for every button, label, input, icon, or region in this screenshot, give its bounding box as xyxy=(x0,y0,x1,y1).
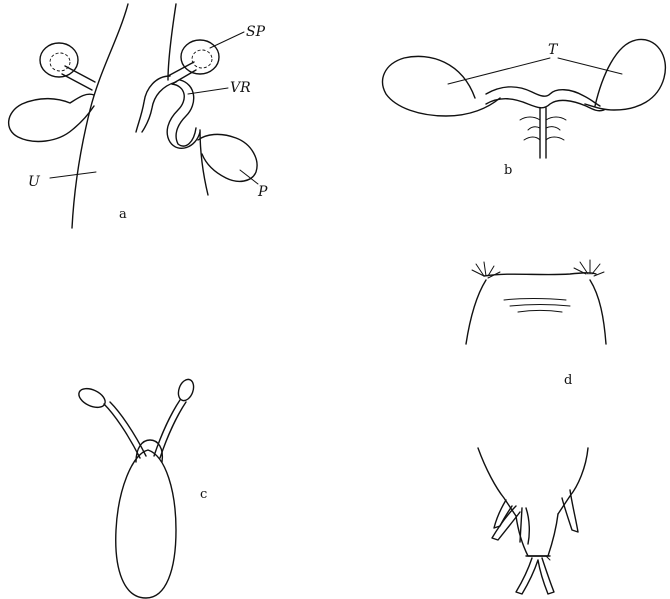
leader-t-left xyxy=(448,58,550,84)
disc-right-inner xyxy=(192,50,212,68)
lower-segment xyxy=(516,514,558,556)
label-sp: SP xyxy=(246,24,266,40)
label-vr: VR xyxy=(230,80,251,96)
lobe-left xyxy=(383,56,500,116)
duct-left xyxy=(62,66,95,90)
pouch-left xyxy=(9,94,94,141)
caption-b: b xyxy=(504,163,512,178)
caption-a: a xyxy=(119,207,127,222)
leader-u xyxy=(50,172,96,178)
lower-body-left xyxy=(478,448,516,516)
label-t: T xyxy=(548,42,559,58)
pouch-right xyxy=(198,134,257,181)
tentacle-right xyxy=(154,400,186,458)
process-left xyxy=(492,506,520,540)
lobe-right xyxy=(585,39,665,110)
caption-d: d xyxy=(564,373,572,388)
disc-left-outer xyxy=(40,43,78,77)
bridge-upper xyxy=(486,87,600,106)
specimen-body xyxy=(116,450,176,598)
panel-c: c xyxy=(76,377,207,598)
caption-c: c xyxy=(200,487,207,502)
panel-d: d xyxy=(466,260,606,388)
panel-lower-right xyxy=(478,448,588,594)
stem-branches xyxy=(520,117,566,140)
tentacle-left-tip xyxy=(76,385,108,411)
terminal-fork xyxy=(516,558,554,594)
coiled-tube-vr xyxy=(136,76,200,148)
panel-b: T b xyxy=(383,39,666,178)
leader-vr xyxy=(188,88,228,94)
leader-sp xyxy=(210,32,244,48)
label-u: U xyxy=(28,174,41,190)
tentacle-right-tip xyxy=(176,377,197,402)
disc-left-inner xyxy=(50,53,70,71)
stem-center xyxy=(540,108,546,158)
label-p: P xyxy=(257,184,268,200)
body-outline-right xyxy=(168,4,176,80)
body-outline-left xyxy=(72,4,128,228)
tuft-left xyxy=(472,262,500,278)
panel-a: SP VR U P a xyxy=(9,4,268,228)
disc-right-outer xyxy=(181,40,219,74)
upper-rim xyxy=(484,273,596,276)
tentacle-left xyxy=(104,402,146,458)
transverse-lines xyxy=(504,299,570,313)
upper-side-right xyxy=(590,280,606,344)
upper-side-left xyxy=(466,280,486,344)
